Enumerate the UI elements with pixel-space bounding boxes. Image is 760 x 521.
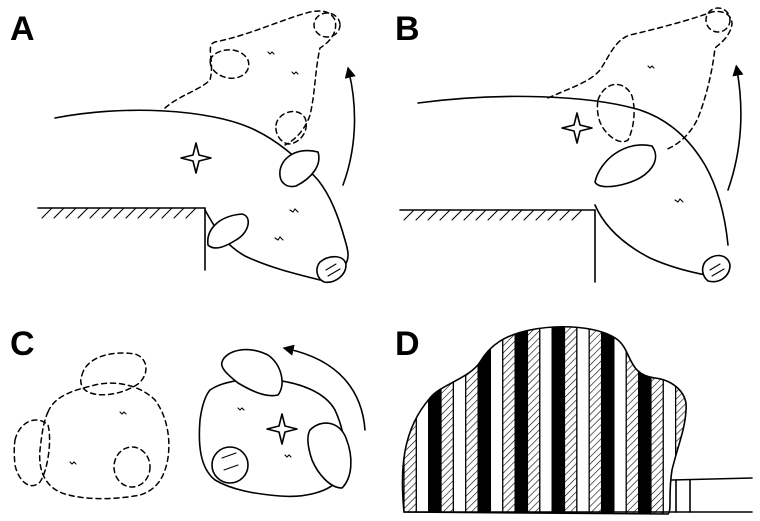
stripe-hatch xyxy=(565,320,577,516)
stripe-white xyxy=(490,320,502,516)
panel-a: A xyxy=(10,10,355,282)
stripe-hatch xyxy=(626,320,638,516)
striped-cross-section xyxy=(404,320,688,516)
stripe-hatch xyxy=(589,320,601,516)
hatched-ledge-icon xyxy=(400,210,595,282)
stripe-white xyxy=(453,320,465,516)
animal-head-down xyxy=(55,110,348,282)
curved-arrow-icon xyxy=(343,72,355,185)
hatched-ledge-icon xyxy=(38,208,205,270)
curved-arrow-icon xyxy=(728,70,741,190)
extension-bar xyxy=(672,478,752,512)
stripe-black xyxy=(602,320,614,516)
animal-head-lifted-outline xyxy=(165,11,340,145)
stripe-hatch xyxy=(441,320,453,516)
animal-head-front-outline xyxy=(14,353,169,499)
panel-a-label: A xyxy=(10,10,35,48)
panel-c: C xyxy=(10,325,365,499)
panel-b: B xyxy=(395,8,741,282)
stripe-black xyxy=(639,320,651,516)
panel-d: D xyxy=(395,320,752,516)
stripe-hatch xyxy=(503,320,515,516)
stripe-white xyxy=(577,320,589,516)
stripe-hatch xyxy=(466,320,478,516)
animal-head-front-rotated xyxy=(199,350,351,497)
four-point-star-icon xyxy=(181,143,211,173)
four-point-star-icon xyxy=(562,113,592,143)
stripe-black xyxy=(429,320,441,516)
panel-d-label: D xyxy=(395,325,420,363)
stripe-hatch xyxy=(651,320,663,516)
stripe-white xyxy=(540,320,552,516)
animal-head-lifted-outline xyxy=(548,8,732,150)
stripe-white xyxy=(663,320,675,516)
stripe-hatch xyxy=(676,320,688,516)
stripe-black xyxy=(515,320,527,516)
panel-b-label: B xyxy=(395,10,420,48)
panel-c-label: C xyxy=(10,325,35,363)
stripe-hatch xyxy=(527,320,539,516)
stripe-black xyxy=(552,320,564,516)
